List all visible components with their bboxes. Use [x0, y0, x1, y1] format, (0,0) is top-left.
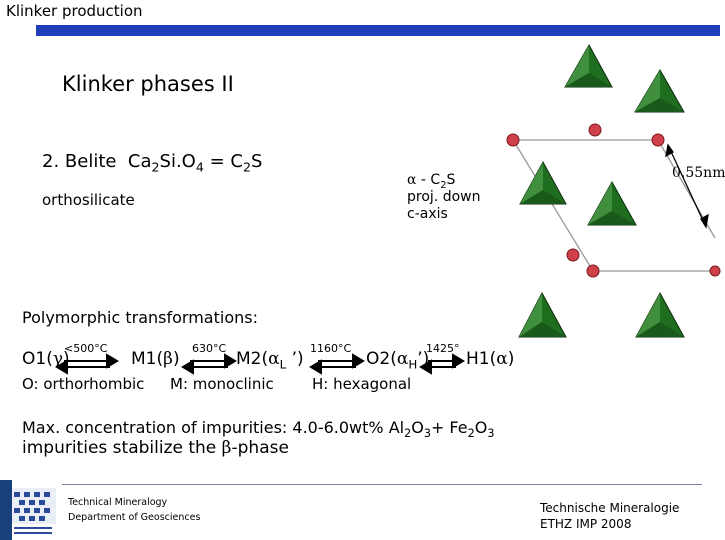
- impurities-sub: 3: [487, 427, 495, 441]
- phase-o1: O1(γ): [22, 349, 70, 369]
- belite-number: 2. Belite: [42, 151, 117, 172]
- orthosilicate-label: orthosilicate: [42, 191, 135, 209]
- phase-m2: M2(αL ’): [236, 349, 304, 372]
- impurities-plus: + Fe: [430, 418, 468, 437]
- calcium-atom: [709, 265, 721, 277]
- calcium-atom: [566, 248, 580, 262]
- legend-orthorhombic: O: orthorhombic: [22, 375, 145, 393]
- belite-si: Si.O: [159, 151, 196, 172]
- paren: ): [63, 349, 70, 369]
- calcium-atom: [651, 133, 665, 147]
- impurities-sub: 2: [404, 427, 412, 441]
- impurities-o: O: [411, 418, 424, 437]
- gamma-symbol: γ: [52, 349, 64, 369]
- header-section-title: Klinker production: [6, 2, 143, 20]
- belite-formula: 2. Belite Ca2Si.O4 = C2S: [42, 151, 263, 175]
- belite-ca: Ca: [127, 151, 152, 172]
- alpha-symbol: α: [396, 349, 409, 369]
- phase-sub: H: [408, 357, 418, 372]
- tetrahedron-icon: [519, 160, 567, 205]
- tetrahedron-icon: [634, 69, 685, 113]
- structure-caption: α - C2S proj. down c-axis: [407, 172, 480, 223]
- footer-divider: [62, 484, 702, 485]
- impurities-o: O: [474, 418, 488, 437]
- paren: ): [172, 349, 180, 369]
- footer-left-line1: Technical Mineralogy: [68, 497, 168, 508]
- footer-right: Technische Mineralogie ETHZ IMP 2008: [540, 500, 679, 532]
- impurities-text: -phase: [231, 438, 289, 458]
- calcium-atom: [586, 264, 600, 278]
- beta-symbol: β: [163, 349, 173, 369]
- caption-c: - C: [416, 172, 441, 188]
- caption-s: S: [446, 172, 456, 188]
- phase-h1-text: H1(: [466, 349, 497, 369]
- phase-sub: L: [279, 357, 287, 372]
- impurities-text: Max. concentration of impurities: 4.0-6.…: [22, 418, 405, 437]
- belite-sub: 4: [195, 159, 204, 175]
- phase-o1-text: O1(: [22, 349, 53, 369]
- footer-right-line2: ETHZ IMP 2008: [540, 517, 632, 531]
- phase-o2: O2(αH’): [366, 349, 430, 372]
- tetrahedron-icon: [518, 291, 567, 338]
- caption-sub: 2: [440, 179, 447, 191]
- phase-m1-text: M1(: [131, 349, 164, 369]
- belite-s: S: [250, 151, 263, 172]
- phase-m2-text: M2(: [236, 349, 269, 369]
- footer-right-line1: Technische Mineralogie: [540, 501, 680, 515]
- belite-sub: 2: [242, 159, 251, 175]
- belite-sub: 2: [151, 159, 160, 175]
- legend-hexagonal: H: hexagonal: [312, 375, 412, 393]
- tetrahedron-icon: [635, 291, 685, 338]
- paren: ): [507, 349, 515, 369]
- caption-line2: proj. down: [407, 189, 481, 205]
- alpha-symbol: α: [407, 172, 417, 188]
- phase-h1: H1(α): [466, 349, 514, 369]
- alpha-symbol: α: [496, 349, 508, 369]
- calcium-atom: [506, 133, 520, 147]
- phase-o2-text: O2(: [366, 349, 397, 369]
- slide-title: Klinker phases II: [62, 72, 234, 96]
- legend-monoclinic: M: monoclinic: [170, 375, 274, 393]
- paren: ’): [286, 349, 304, 369]
- polymorphic-heading: Polymorphic transformations:: [22, 308, 258, 327]
- impurities-sub: 3: [423, 427, 431, 441]
- temperature-label: <500°C: [64, 342, 108, 355]
- header-accent-bar: [36, 25, 720, 36]
- belite-eq: = C: [203, 151, 243, 172]
- footer-left-line2: Department of Geosciences: [68, 512, 201, 523]
- temperature-label: 1160°C: [310, 342, 352, 355]
- alpha-symbol: α: [268, 349, 280, 369]
- caption-line3: c-axis: [407, 206, 448, 222]
- beta-symbol: β: [221, 438, 232, 458]
- impurities-line2: impurities stabilize the β-phase: [22, 438, 289, 458]
- tetrahedron-icon: [564, 43, 613, 88]
- tetrahedron-icon: [587, 180, 637, 226]
- calcium-atom: [588, 123, 602, 137]
- impurities-text: impurities stabilize the: [22, 438, 222, 458]
- phase-m1: M1(β): [131, 349, 180, 369]
- university-logo-icon: [0, 480, 56, 540]
- distance-label: 0.55nm: [672, 165, 725, 181]
- temperature-label: 1425°: [426, 342, 460, 355]
- footer-left: Technical Mineralogy Department of Geosc…: [68, 495, 200, 525]
- temperature-label: 630°C: [192, 342, 227, 355]
- impurities-line1: Max. concentration of impurities: 4.0-6.…: [22, 418, 495, 441]
- impurities-sub: 2: [467, 427, 475, 441]
- paren: ’): [417, 349, 430, 369]
